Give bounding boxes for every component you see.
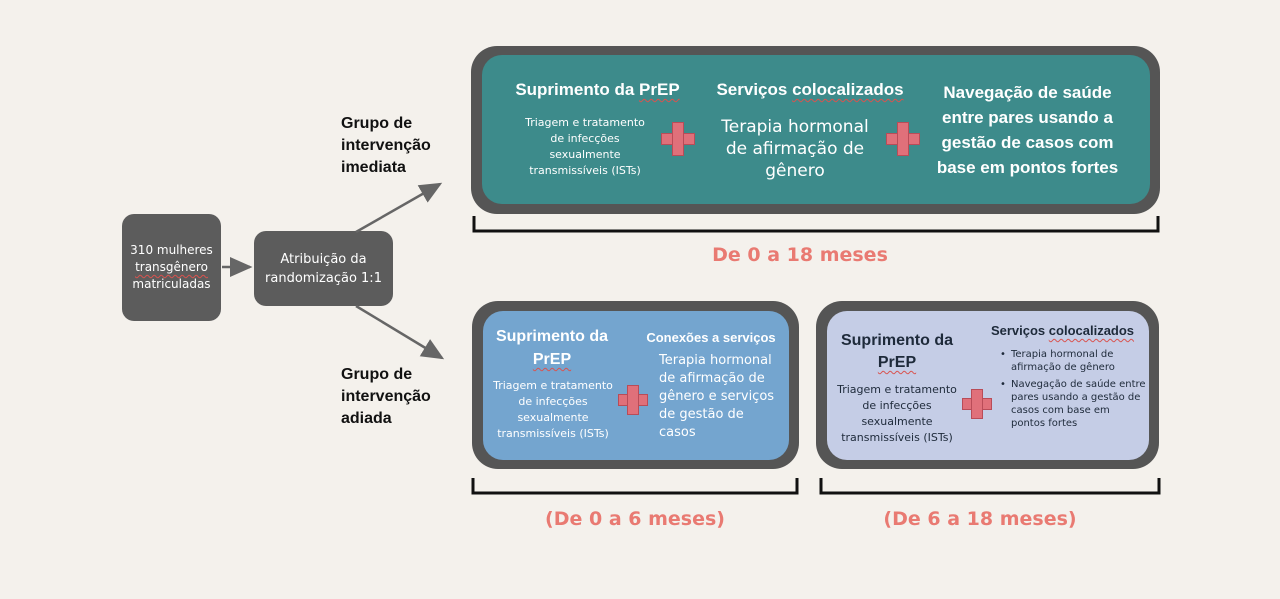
immediate-prep-title-text: Suprimento da — [515, 80, 640, 99]
phase2-bullets: Terapia hormonal de afirmação de gênero … — [997, 348, 1147, 434]
phase1-prep-detail-line-3: sexualmente — [517, 411, 589, 424]
immediate-label-line-3: imediata — [341, 159, 406, 176]
delayed-label-line-2: intervenção — [341, 388, 431, 405]
phase1-connections-title: Conexões a serviços — [646, 330, 776, 345]
phase1-prep-detail-line-4: transmissíveis (ISTs) — [497, 427, 609, 440]
phase1-connections-line-5: casos — [659, 425, 696, 440]
phase1-prep-title-line-1: Suprimento da — [495, 328, 608, 345]
randomization-line-1: Atribuição da — [280, 251, 367, 267]
enrolled-line-1: 310 mulheres — [130, 243, 213, 257]
immediate-navigation-line-3: gestão de casos com — [941, 133, 1114, 152]
immediate-navigation-text: Navegação de saúde entre pares usando a … — [925, 80, 1130, 180]
delayed-label-line-3: adiada — [341, 410, 392, 427]
plus-icon — [661, 122, 695, 156]
enrolled-line-3: matriculadas — [132, 277, 211, 291]
phase1-prep-detail-line-1: Triagem e tratamento — [493, 379, 613, 392]
phase2-prep-detail: Triagem e tratamento de infecções sexual… — [826, 382, 968, 446]
immediate-colocated-title: Serviços colocalizados — [705, 80, 915, 100]
immediate-hormonal-line-3: gênero — [765, 161, 825, 181]
plus-icon — [962, 389, 992, 419]
phase2-prep-detail-line-4: transmissíveis (ISTs) — [841, 431, 953, 444]
phase2-colocated-title-word: colocalizados — [1048, 323, 1135, 338]
arrow-to-delayed — [355, 304, 445, 360]
immediate-panel — [482, 55, 1150, 204]
bracket-phase2 — [819, 478, 1161, 495]
delayed-group-label: Grupo de intervenção adiada — [341, 364, 431, 430]
immediate-colocated-title-word: colocalizados — [792, 80, 904, 99]
phase2-prep-detail-line-3: sexualmente — [861, 415, 933, 428]
immediate-navigation-line-1: Navegação de saúde — [943, 83, 1112, 102]
phase2-bullet-hormonal: Terapia hormonal de afirmação de gênero — [1000, 348, 1147, 374]
immediate-colocated-title-text: Serviços — [716, 80, 793, 99]
phase2-prep-detail-line-2: de infecções — [862, 399, 932, 412]
plus-icon — [886, 122, 920, 156]
phase2-period: (De 6 a 18 meses) — [883, 508, 1077, 530]
immediate-hormonal-line-1: Terapia hormonal — [721, 117, 869, 137]
arrow-to-immediate — [355, 182, 443, 234]
enrolled-box: 310 mulheres transgênero matriculadas — [122, 214, 221, 321]
phase1-prep-detail-line-2: de infecções — [518, 395, 588, 408]
phase1-prep-title-line-2: PrEP — [532, 351, 572, 368]
phase1-prep-detail: Triagem e tratamento de infecções sexual… — [482, 378, 624, 442]
phase2-prep-title-line-1: Suprimento da — [840, 332, 953, 349]
immediate-prep-detail: Triagem e tratamento de infecções sexual… — [505, 115, 665, 179]
phase1-connections-text: Terapia hormonal de afirmação de gênero … — [659, 352, 789, 442]
plus-icon — [618, 385, 648, 415]
immediate-navigation-line-4: base em pontos fortes — [936, 158, 1119, 177]
phase2-prep-title-line-2: PrEP — [877, 354, 917, 371]
phase1-prep-title: Suprimento da PrEP — [487, 325, 617, 371]
immediate-prep-title: Suprimento da PrEP — [500, 80, 695, 100]
bracket-phase1 — [471, 478, 799, 495]
phase1-connections-line-2: de afirmação de — [659, 371, 765, 386]
phase2-bullet-navigation: Navegação de saúde entre pares usando a … — [1000, 378, 1147, 430]
randomization-box: Atribuição da randomização 1:1 — [254, 231, 393, 306]
phase2-colocated-title: Serviços colocalizados — [980, 323, 1145, 338]
immediate-prep-detail-line-1: Triagem e tratamento — [525, 116, 645, 129]
immediate-label-line-1: Grupo de — [341, 115, 413, 132]
bracket-immediate — [472, 216, 1160, 233]
immediate-prep-title-prep: PrEP — [639, 80, 680, 99]
phase1-connections-line-4: de gestão de — [659, 407, 744, 422]
immediate-prep-detail-line-2: de infecções — [550, 132, 620, 145]
phase1-connections-line-3: gênero e serviços — [659, 389, 775, 404]
delayed-label-line-1: Grupo de — [341, 366, 413, 383]
immediate-period: De 0 a 18 meses — [712, 244, 888, 266]
immediate-group-label: Grupo de intervenção imediata — [341, 113, 431, 179]
immediate-hormonal-line-2: de afirmação de — [725, 139, 865, 159]
phase2-colocated-title-text: Serviços — [990, 323, 1049, 338]
enrolled-line-2: transgênero — [135, 260, 208, 274]
immediate-navigation-line-2: entre pares usando a — [941, 108, 1113, 127]
phase1-period: (De 0 a 6 meses) — [545, 508, 725, 530]
immediate-hormonal-text: Terapia hormonal de afirmação de gênero — [705, 116, 885, 182]
randomization-line-2: randomização 1:1 — [265, 270, 382, 286]
immediate-prep-detail-line-4: transmissíveis (ISTs) — [529, 164, 641, 177]
phase2-prep-detail-line-1: Triagem e tratamento — [837, 383, 957, 396]
immediate-label-line-2: intervenção — [341, 137, 431, 154]
immediate-prep-detail-line-3: sexualmente — [549, 148, 621, 161]
phase1-connections-line-1: Terapia hormonal — [659, 353, 772, 368]
phase2-prep-title: Suprimento da PrEP — [832, 330, 962, 374]
